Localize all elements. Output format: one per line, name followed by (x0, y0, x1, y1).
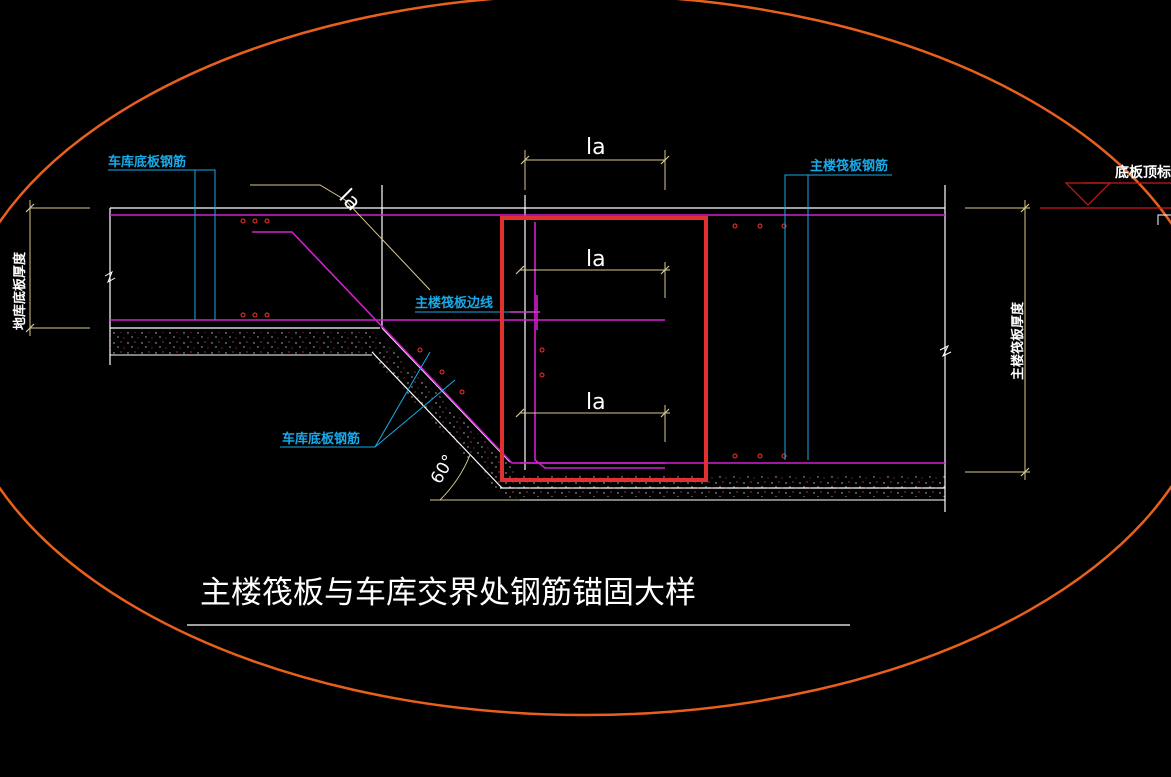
highlight-ellipse (0, 0, 1171, 717)
dimension-lines (29, 150, 1030, 501)
label-main-raft-rebar: 主楼筏板钢筋 (810, 158, 888, 174)
drawing-title: 主楼筏板与车库交界处钢筋锚固大样 (200, 575, 696, 611)
label-garage-thickness: 地库底板厚度 (12, 251, 28, 330)
label-main-thickness: 主楼筏板厚度 (1010, 301, 1026, 380)
label-main-raft-edge: 主楼筏板边线 (415, 295, 493, 311)
dimension-angle: 60° (427, 451, 459, 487)
dimension-ticks (25, 155, 1030, 477)
highlight-box (500, 216, 708, 482)
label-garage-rebar-top: 车库底板钢筋 (108, 154, 186, 170)
dimension-la-bottom: la (586, 390, 606, 415)
rebar-dots (240, 218, 787, 459)
dimension-la-slanted: la (334, 185, 366, 217)
label-garage-rebar-bottom: 车库底板钢筋 (282, 431, 360, 447)
dimension-la-middle: la (586, 247, 606, 272)
leader-lines (108, 169, 892, 460)
rebar-lines (110, 214, 945, 469)
label-bottom-elevation: 底板顶标高 (1115, 164, 1171, 181)
dimension-la-top: la (586, 135, 606, 160)
main-raft-slab (524, 185, 952, 512)
elevation-marker (1040, 182, 1171, 225)
garage-slab (104, 185, 525, 498)
